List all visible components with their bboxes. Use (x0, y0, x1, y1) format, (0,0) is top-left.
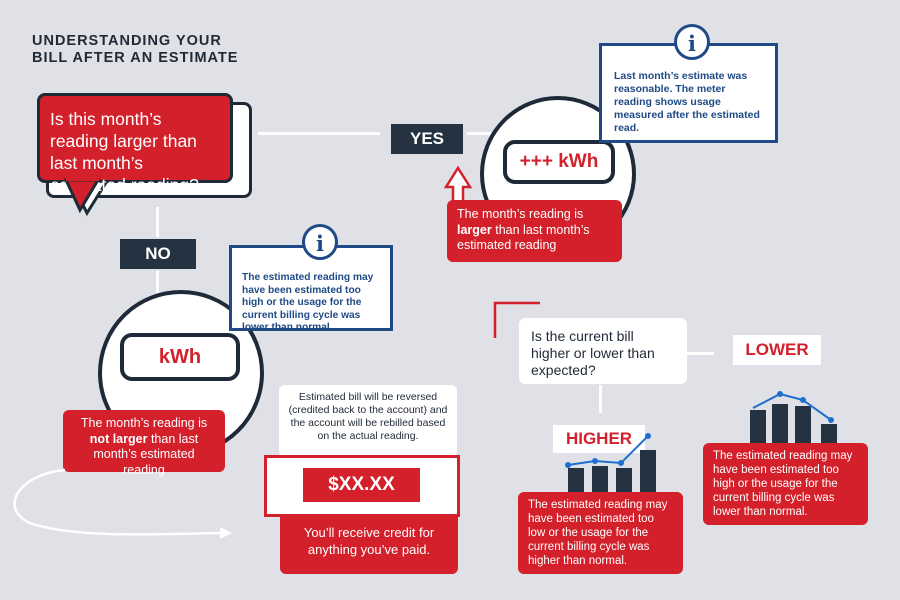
connector-line (156, 271, 159, 301)
no-caption: The month’s reading is not larger than l… (63, 410, 225, 477)
yes-label: YES (391, 124, 463, 154)
higher-label: HIGHER (553, 425, 645, 453)
info-icon: i (302, 224, 338, 260)
bill-question: Is the current bill higher or lower than… (519, 318, 687, 384)
corner-bracket (493, 301, 540, 338)
meter-display: kWh (120, 333, 240, 381)
page-title: UNDERSTANDING YOUR BILL AFTER AN ESTIMAT… (32, 33, 239, 66)
info-icon: i (674, 24, 710, 60)
meter-display: +++ kWh (503, 140, 615, 184)
connector-line (156, 207, 159, 237)
yes-caption: The month’s reading is larger than last … (447, 200, 622, 262)
connector-line (599, 385, 602, 413)
amount-display: $XX.XX (303, 468, 420, 502)
higher-chart-icon (565, 433, 656, 498)
higher-explanation: The estimated reading may have been esti… (518, 492, 683, 574)
bubble-tail (63, 175, 101, 214)
connector-line (467, 132, 497, 135)
credit-note: You’ll receive credit for anything you’v… (280, 516, 458, 574)
lower-explanation: The estimated reading may have been esti… (703, 443, 868, 525)
connector-line (258, 132, 380, 135)
no-info-box: The estimated reading may have been esti… (229, 245, 393, 333)
yes-info-box: Last month’s estimate was reasonable. Th… (599, 43, 778, 143)
reversal-note: Estimated bill will be reversed (credite… (279, 385, 457, 457)
connector-line (687, 352, 714, 355)
no-label: NO (120, 239, 196, 269)
lower-label: LOWER (733, 335, 821, 365)
lower-chart-icon (750, 391, 837, 445)
curved-arrow-icon (13, 468, 232, 539)
